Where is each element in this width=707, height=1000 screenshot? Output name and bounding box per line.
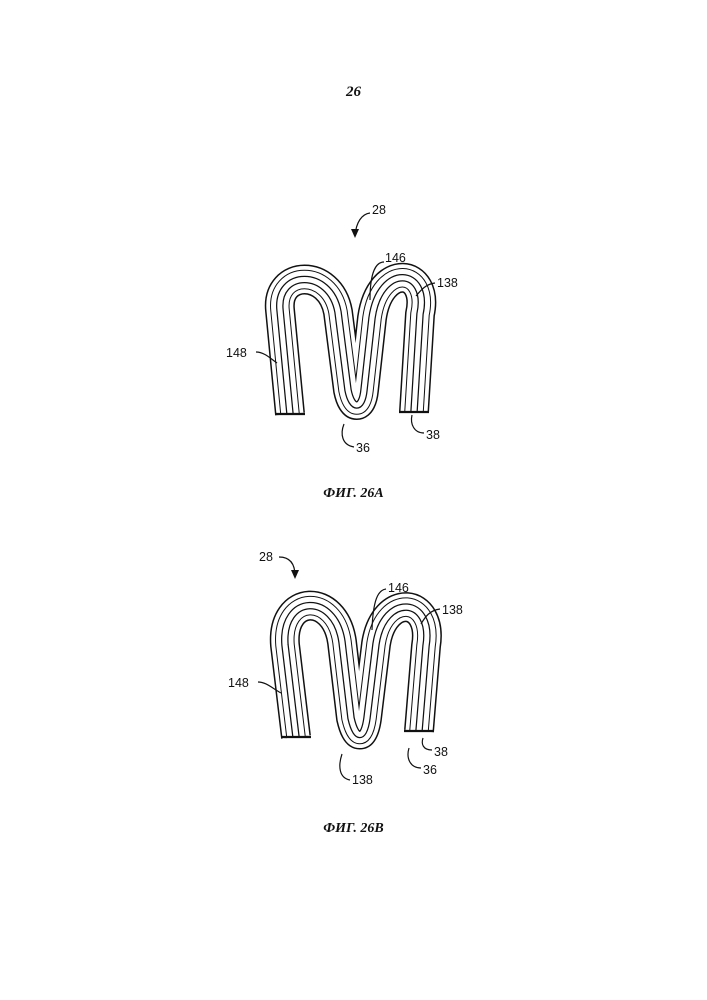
label-148: 148 [228,676,249,690]
label-138: 138 [442,603,463,617]
label-138-bottom: 138 [352,773,373,787]
label-28: 28 [259,550,273,564]
label-36: 36 [423,763,437,777]
figure-26b-caption: ФИГ. 26В [0,821,707,837]
label-38: 38 [434,745,448,759]
label-146: 146 [388,581,409,595]
